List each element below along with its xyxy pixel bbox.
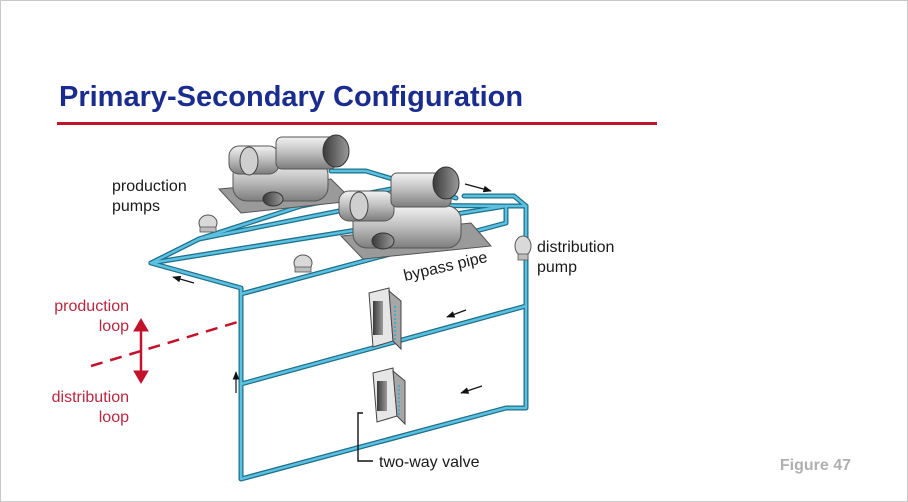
flow-arrow-coil-1 <box>446 309 467 318</box>
figure-number: Figure 47 <box>779 457 851 474</box>
production-pumps-label-2: pumps <box>112 198 160 215</box>
coil-1 <box>368 287 402 351</box>
production-pump-1 <box>198 214 218 233</box>
distribution-pump-label-1: distribution <box>537 239 614 256</box>
flow-arrows <box>172 183 492 394</box>
production-pump-2 <box>293 254 313 273</box>
flow-arrow-top-right <box>464 183 492 193</box>
chiller-1 <box>217 134 355 214</box>
chiller-2 <box>338 166 493 260</box>
two-way-valve-label: two-way valve <box>379 454 480 471</box>
production-loop-label-2: loop <box>99 318 129 335</box>
flow-arrow-production-left <box>172 275 195 284</box>
coil-2 <box>372 367 406 426</box>
production-pumps-label-1: production <box>112 178 187 195</box>
slide-title: Primary-Secondary Configuration <box>59 81 524 113</box>
bypass-pipe-label: bypass pipe <box>402 249 489 285</box>
distribution-loop-label-2: loop <box>99 409 129 426</box>
flow-arrow-coil-2 <box>460 385 483 394</box>
distribution-pump-label-2: pump <box>537 259 577 276</box>
title-underline <box>57 122 657 125</box>
loop-boundary-line <box>90 319 242 368</box>
distribution-loop-label-1: distribution <box>52 389 129 406</box>
distribution-pump <box>514 235 532 261</box>
production-loop-label-1: production <box>54 298 129 315</box>
valve-callout-line <box>357 412 373 462</box>
loop-arrow <box>133 318 149 384</box>
